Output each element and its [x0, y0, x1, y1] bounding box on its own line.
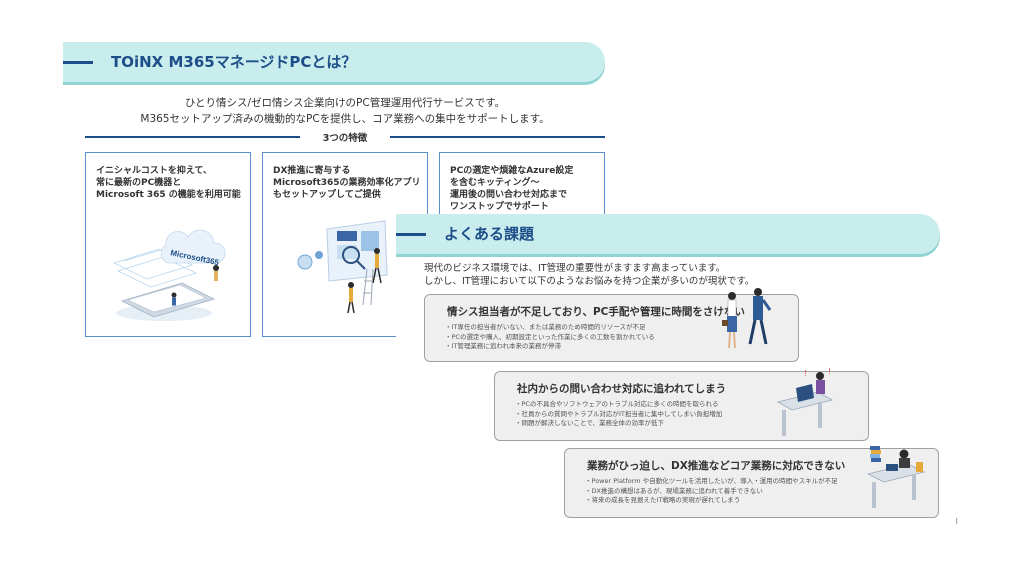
section-banner-issues: よくある課題 [396, 214, 940, 254]
svg-text:!: ! [828, 367, 831, 376]
intro-line: 現代のビジネス環境では、IT管理の重要性がますます高まっています。 [424, 263, 726, 274]
phone-support-illustration: ! ! [776, 367, 834, 436]
issue-bullet: IT管理業務に追われ本来の業務が停滞 [445, 342, 655, 352]
business-people-illustration [722, 288, 772, 349]
section-title-about: TOiNX M365マネージドPCとは？ [111, 53, 357, 71]
intro-line: しかし、IT管理において以下のようなお悩みを持つ企業が多いのが現状です。 [424, 276, 755, 287]
issue-heading: 業務がひっ迫し、DX推進などコア業務に対応できない [587, 460, 846, 472]
issue-bullets: IT専任の担当者がいない、または業務のため時間的リソースが不足 PCの選定や購入… [445, 323, 655, 352]
issue-bullet: IT専任の担当者がいない、または業務のため時間的リソースが不足 [445, 323, 655, 333]
svg-text:!: ! [804, 369, 807, 378]
feature-card-text: イニシャルコストを抑えて、 常に最新のPC機器と Microsoft 365 の… [96, 166, 241, 200]
features-label: 3つの特徴 [322, 133, 368, 144]
section-banner-about: TOiNX M365マネージドPCとは？ [63, 42, 605, 82]
section-title-issues: よくある課題 [444, 225, 535, 243]
issues-intro: 現代のビジネス環境では、IT管理の重要性がますます高まっています。 しかし、IT… [424, 262, 754, 288]
issue-heading: 社内からの問い合わせ対応に追われてしまう [517, 383, 727, 395]
issue-bullet: DX推進の構想はあるが、現場業務に追われて着手できない [585, 487, 838, 497]
feature-card-text: DX推進に寄与する Microsoft365の業務効率化アプリ もセットアップし… [273, 166, 421, 200]
issue-bullets: Power Platform や自動化ツールを活用したいが、導入・運用の時間やス… [585, 477, 838, 506]
issue-bullet: 社員からの質問やトラブル対応がIT担当者に集中してしまい負担増加 [515, 410, 723, 420]
banner-accent-bar [396, 233, 426, 236]
issue-bullet: PCの不具合やソフトウェアのトラブル対応に多くの時間を取られる [515, 400, 722, 410]
intro-line: ひとり情シス/ゼロ情シス企業向けのPC管理運用代行サービスです。 [184, 97, 506, 109]
about-intro: ひとり情シス/ゼロ情シス企業向けのPC管理運用代行サービスです。 M365セット… [85, 95, 605, 127]
issue-bullets: PCの不具合やソフトウェアのトラブル対応に多くの時間を取られる 社員からの質問や… [515, 400, 723, 429]
feature-card-cost: イニシャルコストを抑えて、 常に最新のPC機器と Microsoft 365 の… [85, 152, 251, 337]
intro-line: M365セットアップ済みの機動的なPCを提供し、コア業務への集中をサポートします… [140, 113, 550, 125]
dx-dashboard-illustration [297, 220, 388, 314]
banner-accent-bar [63, 61, 93, 64]
issue-bullet: 将来の成長を見据えたIT戦略の実現が遅れてしまう [585, 496, 838, 506]
feature-card-text: PCの選定や煩雑なAzure設定 を含むキッティング～ 運用後の問い合わせ対応ま… [450, 166, 574, 212]
issue-bullet: 問題が解決しないことで、業務全体の効率が低下 [515, 419, 722, 429]
cloud-laptop-illustration: Microsoft365 [112, 229, 226, 321]
overworked-desk-illustration [866, 446, 926, 508]
issue-bullet: Power Platform や自動化ツールを活用したいが、導入・運用の時間やス… [585, 477, 838, 487]
issue-bullet: PCの選定や購入、初期設定といった作業に多くの工数を割かれている [445, 333, 655, 343]
issue-heading: 情シス担当者が不足しており、PC手配や管理に時間をさけない [447, 306, 745, 318]
features-divider: 3つの特徴 [85, 131, 605, 144]
